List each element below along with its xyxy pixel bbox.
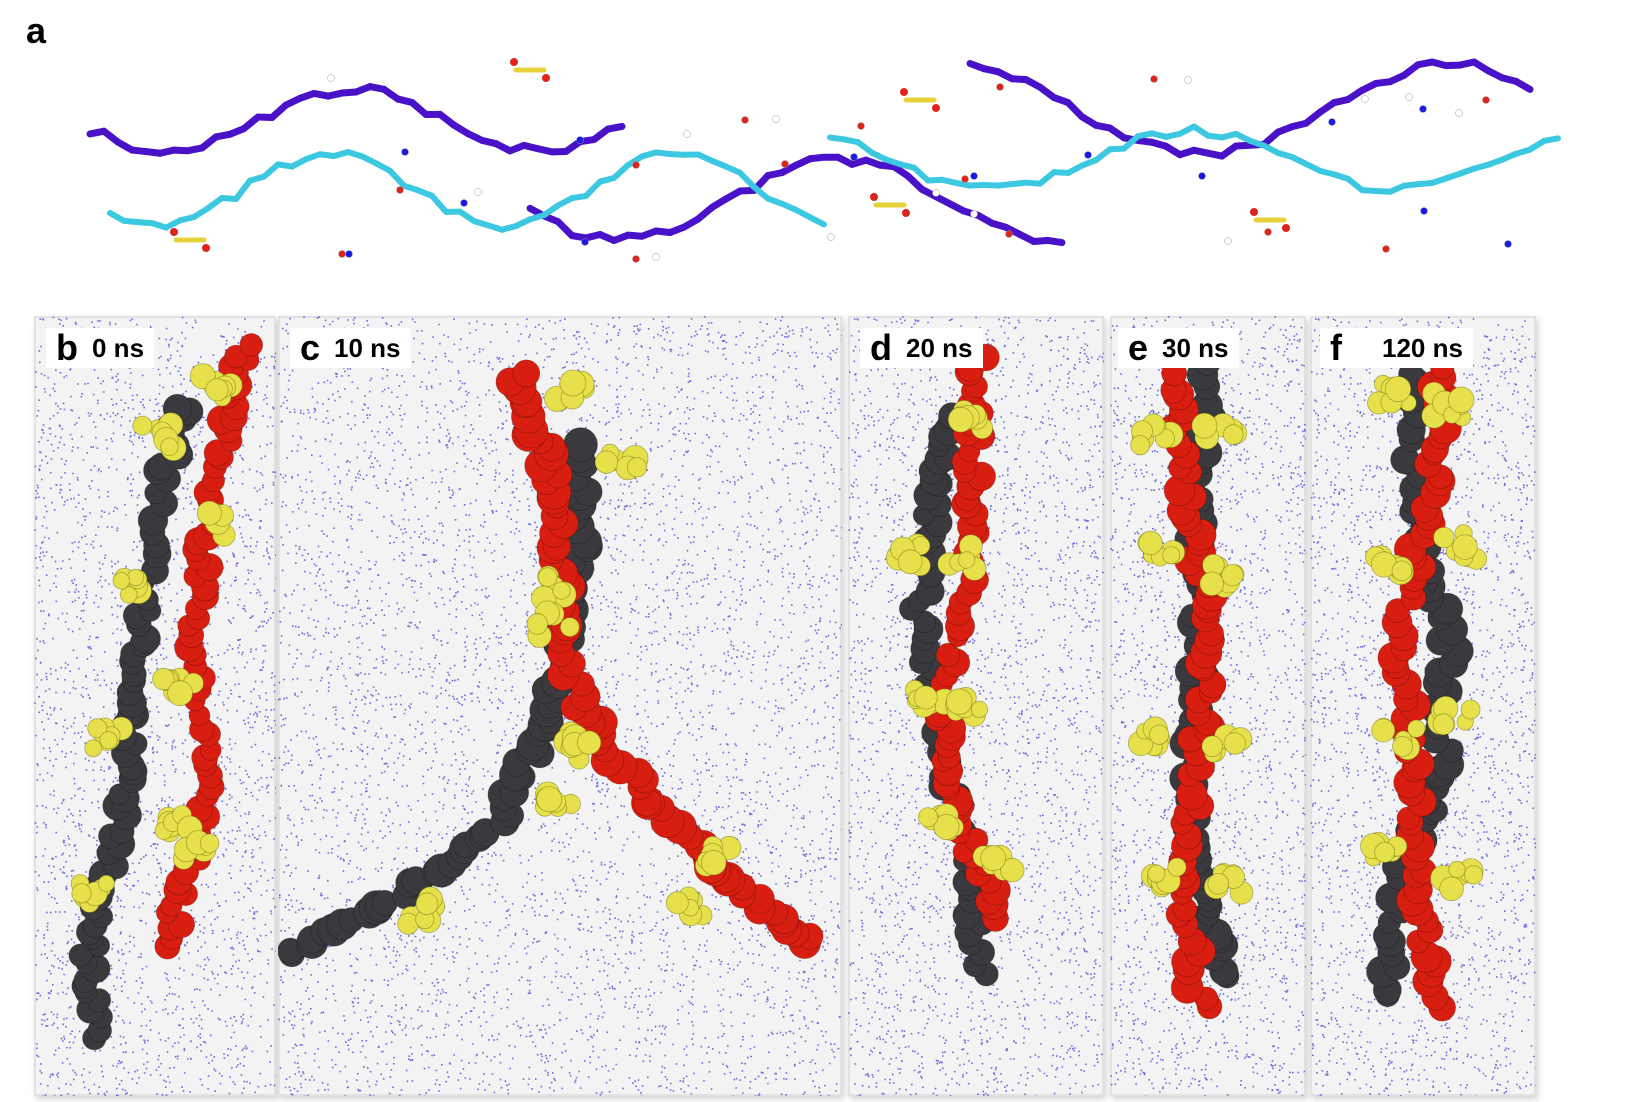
panel-c-header: c 10 ns (290, 327, 411, 368)
water-molecules (848, 316, 1104, 1096)
panel-time-e: 30 ns (1162, 332, 1229, 363)
panel-b: b 0 ns (34, 316, 276, 1096)
sulfonate-clusters (885, 399, 1025, 883)
strand-red (495, 359, 824, 960)
panel-label-d: d (870, 327, 892, 368)
water-molecules (1310, 316, 1536, 1096)
panel-d: d 20 ns (848, 316, 1104, 1096)
panel-time-d: 20 ns (906, 332, 973, 363)
snapshot-b (34, 316, 276, 1096)
panel-e: e 30 ns (1110, 316, 1306, 1096)
panel-f-header: f 120 ns (1320, 327, 1473, 368)
sulfonate-clusters (397, 369, 742, 935)
panel-time-b: 0 ns (92, 332, 145, 363)
panel-f: f 120 ns (1310, 316, 1536, 1096)
snapshot-d (848, 316, 1104, 1096)
panel-time-c: 10 ns (334, 332, 401, 363)
molecule-stick-model (86, 58, 1561, 263)
panel-label-f: f (1330, 327, 1342, 368)
panel-c: c 10 ns (278, 316, 842, 1096)
water-molecules (34, 316, 276, 1096)
panel-time-f: 120 ns (1382, 332, 1463, 363)
panel-label-a: a (26, 10, 47, 51)
sulfonate-clusters (70, 363, 243, 913)
sulfonate-clusters (1128, 412, 1254, 905)
panel-b-header: b 0 ns (46, 327, 155, 368)
panel-d-header: d 20 ns (860, 327, 983, 368)
strand-gray (68, 393, 204, 1051)
panel-e-header: e 30 ns (1118, 327, 1239, 368)
snapshot-c (278, 316, 842, 1096)
snapshot-e (1110, 316, 1306, 1096)
sulfonate-clusters (1360, 374, 1488, 902)
panel-label-b: b (56, 327, 78, 368)
snapshot-f (1310, 316, 1536, 1096)
panel-label-e: e (1128, 327, 1149, 368)
strand-red (1158, 360, 1228, 1020)
panel-label-c: c (300, 327, 321, 368)
